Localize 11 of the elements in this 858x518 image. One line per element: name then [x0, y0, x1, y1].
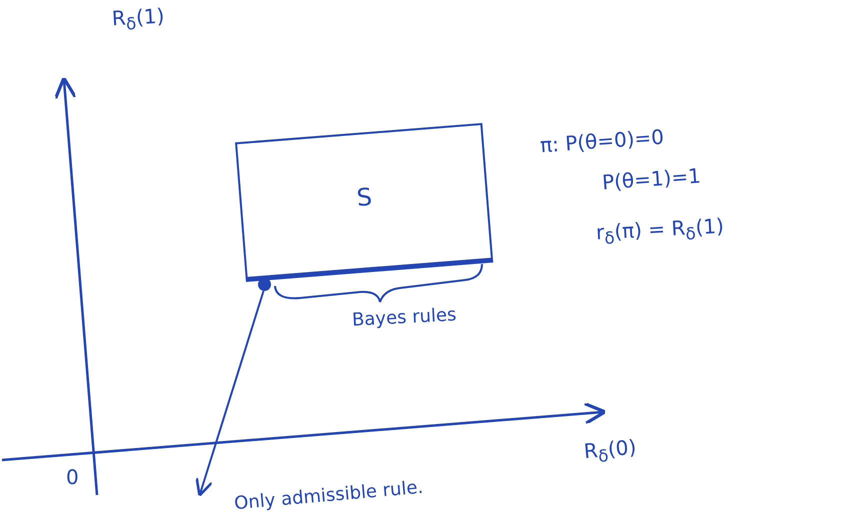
point-dot — [258, 278, 271, 291]
origin-label: 0 — [66, 466, 79, 488]
set-label: S — [356, 184, 373, 212]
axis-label: R$_{δ}$(1) — [111, 4, 166, 35]
prior-text: P(θ=1)=1 — [601, 164, 702, 194]
brace-label: Bayes rules — [352, 305, 457, 331]
arrow — [195, 290, 264, 497]
annotation-text: Only admissible rule. — [234, 478, 424, 514]
prior-text: π: P(θ=0)=0 — [539, 126, 665, 156]
set-box — [235, 122, 494, 282]
axis-label: R$_{δ}$(0) — [582, 436, 638, 468]
